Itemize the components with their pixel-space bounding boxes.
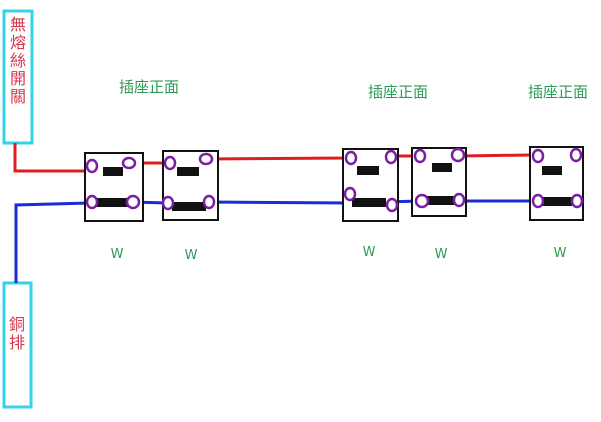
- terminal: [531, 193, 545, 209]
- outlet-label-5: W: [554, 246, 567, 261]
- outlet-label-3: W: [363, 245, 376, 260]
- outlet-heading-1: 插座正面: [119, 78, 179, 96]
- outlet-5: [529, 146, 584, 221]
- terminal: [343, 186, 357, 202]
- outlet-heading-3: 插座正面: [528, 83, 588, 101]
- outlet-1: [84, 152, 144, 222]
- terminal: [202, 194, 216, 210]
- terminal: [198, 152, 214, 166]
- outlet-4: [411, 147, 467, 217]
- terminal: [121, 156, 137, 170]
- terminal: [414, 193, 430, 209]
- terminal: [569, 147, 583, 163]
- terminal: [125, 194, 141, 210]
- outlet-label-2: W: [185, 248, 198, 263]
- outlet-heading-2: 插座正面: [368, 83, 428, 101]
- breaker-box: [2, 9, 34, 145]
- terminal: [452, 192, 466, 208]
- outlet-2: [161, 150, 219, 221]
- terminal: [163, 155, 177, 171]
- busbar-label: 銅排: [9, 315, 25, 352]
- terminal: [85, 194, 99, 210]
- terminal: [384, 149, 398, 165]
- terminal: [85, 158, 99, 174]
- terminal: [413, 148, 427, 164]
- outlet-3: [342, 148, 399, 222]
- breaker-label: 無熔絲開關: [10, 15, 26, 106]
- terminal: [344, 150, 358, 166]
- terminal: [570, 193, 584, 209]
- terminal: [161, 195, 175, 211]
- outlet-label-1: W: [111, 247, 124, 262]
- terminal: [531, 148, 545, 164]
- outlet-label-4: W: [435, 247, 448, 262]
- terminal: [385, 197, 399, 213]
- terminal: [450, 147, 466, 163]
